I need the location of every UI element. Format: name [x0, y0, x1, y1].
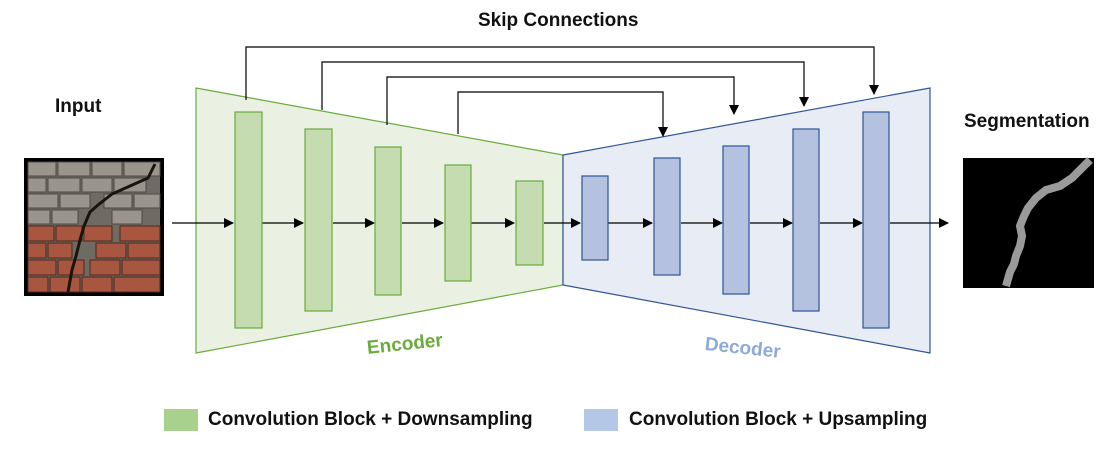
- decoder-blocks: [581, 111, 890, 329]
- input-image: [24, 158, 164, 296]
- skip-connections: [245, 46, 879, 137]
- decoder-block-3: [722, 145, 750, 295]
- encoder-block-2: [304, 128, 333, 312]
- legend-label-upsampling: Convolution Block + Upsampling: [629, 409, 928, 430]
- skip-connection-4: [457, 91, 668, 137]
- decoder-block-1: [581, 175, 609, 261]
- decoder-block-2: [653, 157, 681, 276]
- skip-connection-1: [245, 46, 879, 100]
- encoder-block-5: [515, 180, 544, 266]
- input-label: Input: [55, 96, 102, 117]
- segmentation-image: [963, 157, 1094, 288]
- output-label: Segmentation: [964, 111, 1090, 132]
- legend-swatch-downsampling: [164, 409, 198, 431]
- encoder-block-4: [444, 164, 472, 282]
- skip-connection-2: [321, 61, 809, 110]
- skip-connection-3: [386, 76, 739, 125]
- legend-label-downsampling: Convolution Block + Downsampling: [208, 409, 533, 430]
- legend-swatch-upsampling: [584, 409, 618, 431]
- encoder-block-3: [374, 146, 402, 296]
- encoder-blocks: [234, 111, 544, 329]
- diagram-title: Skip Connections: [478, 10, 639, 31]
- decoder-block-4: [792, 128, 820, 312]
- decoder-block-5: [862, 111, 890, 329]
- encoder-block-1: [234, 111, 263, 329]
